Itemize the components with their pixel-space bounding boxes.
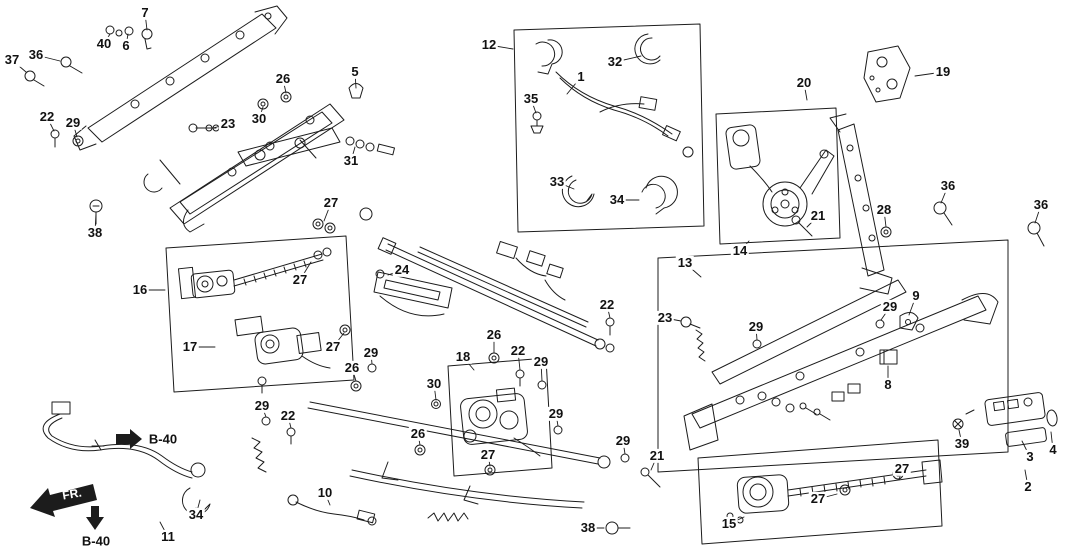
- wire-harness: [42, 401, 211, 517]
- part-callout-3[interactable]: 3: [1024, 448, 1036, 465]
- part-callout-26[interactable]: 26: [273, 70, 293, 87]
- part-callout-26[interactable]: 26: [408, 425, 428, 442]
- part-callout-38[interactable]: 38: [578, 519, 598, 536]
- part-callout-21[interactable]: 21: [808, 207, 828, 224]
- part-callout-28[interactable]: 28: [874, 201, 894, 218]
- part-callout-34[interactable]: 34: [186, 506, 206, 523]
- part-callout-36[interactable]: 36: [1031, 196, 1051, 213]
- part-callout-26[interactable]: 26: [484, 326, 504, 343]
- part-callout-22[interactable]: 22: [37, 108, 57, 125]
- part-callout-6[interactable]: 6: [120, 37, 132, 54]
- fr-direction-arrow-icon: [30, 484, 97, 517]
- part-callout-11[interactable]: 11: [159, 528, 177, 545]
- part-callout-29[interactable]: 29: [252, 397, 272, 414]
- part-callout-29[interactable]: 29: [613, 432, 633, 449]
- part-callout-27[interactable]: 27: [892, 460, 912, 477]
- part-callout-24[interactable]: 24: [392, 261, 412, 278]
- part-callout-1[interactable]: 1: [575, 68, 587, 85]
- right-upper-rail: [829, 113, 893, 295]
- part-callout-9[interactable]: 9: [910, 287, 922, 304]
- drive-cable: [287, 494, 377, 526]
- part-callout-22[interactable]: 22: [278, 407, 298, 424]
- part-callout-5[interactable]: 5: [349, 63, 361, 80]
- part-callout-30[interactable]: 30: [249, 110, 269, 127]
- part-callout-14[interactable]: 14: [730, 242, 750, 259]
- part-callout-29[interactable]: 29: [546, 405, 566, 422]
- part-callout-29[interactable]: 29: [63, 114, 83, 131]
- part-callout-22[interactable]: 22: [597, 296, 617, 313]
- part-callout-23[interactable]: 23: [218, 115, 238, 132]
- slide-motor-assembly: [447, 357, 553, 477]
- part-callout-10[interactable]: 10: [315, 484, 335, 501]
- height-adjuster-assembly: [165, 235, 355, 394]
- part-callout-22[interactable]: 22: [508, 342, 528, 359]
- part-callout-37[interactable]: 37: [2, 51, 22, 68]
- part-callout-21[interactable]: 21: [647, 447, 667, 464]
- harness-group: [513, 23, 705, 233]
- part-callout-20[interactable]: 20: [794, 74, 814, 91]
- lower-seat-rail: [143, 103, 345, 233]
- upper-seat-rail: [73, 5, 288, 151]
- part-callout-33[interactable]: 33: [547, 173, 567, 190]
- part-callout-27[interactable]: 27: [323, 338, 343, 355]
- part-callout-29[interactable]: 29: [880, 298, 900, 315]
- torsion-bar-assembly: [251, 401, 611, 522]
- part-callout-39[interactable]: 39: [952, 435, 972, 452]
- slide-adjuster-center: [373, 237, 615, 353]
- part-callout-8[interactable]: 8: [882, 376, 894, 393]
- b40-right-arrow-icon: [116, 429, 142, 449]
- b40-ref-top[interactable]: B-40: [148, 431, 178, 447]
- part-callout-36[interactable]: 36: [26, 46, 46, 63]
- part-callout-12[interactable]: 12: [479, 36, 499, 53]
- part-callout-15[interactable]: 15: [719, 515, 739, 532]
- part-callout-30[interactable]: 30: [424, 375, 444, 392]
- part-callout-17[interactable]: 17: [180, 338, 200, 355]
- seat-back-bracket: [863, 45, 911, 103]
- direction-annotations: [30, 429, 142, 530]
- part-callout-27[interactable]: 27: [321, 194, 341, 211]
- part-callout-35[interactable]: 35: [521, 90, 541, 107]
- part-callout-29[interactable]: 29: [361, 344, 381, 361]
- part-callout-27[interactable]: 27: [290, 271, 310, 288]
- part-callout-27[interactable]: 27: [808, 490, 828, 507]
- part-callout-18[interactable]: 18: [453, 348, 473, 365]
- part-callout-13[interactable]: 13: [675, 254, 695, 271]
- fasteners-top-right: [791, 201, 1045, 247]
- right-seat-track-assembly: [605, 239, 1009, 473]
- part-callout-7[interactable]: 7: [139, 4, 151, 21]
- b40-ref-bottom[interactable]: B-40: [81, 533, 111, 549]
- part-callout-34[interactable]: 34: [607, 191, 627, 208]
- part-callout-31[interactable]: 31: [341, 152, 361, 169]
- part-callout-29[interactable]: 29: [746, 318, 766, 335]
- part-callout-32[interactable]: 32: [605, 53, 625, 70]
- part-callout-27[interactable]: 27: [478, 446, 498, 463]
- recliner-motor-assembly: [715, 107, 841, 245]
- fr-direction-label: FR.: [61, 485, 83, 503]
- part-callout-40[interactable]: 40: [94, 35, 114, 52]
- part-callout-23[interactable]: 23: [655, 309, 675, 326]
- part-callout-36[interactable]: 36: [938, 177, 958, 194]
- part-callout-4[interactable]: 4: [1047, 441, 1059, 458]
- b40-down-arrow-icon: [86, 506, 104, 530]
- part-callout-29[interactable]: 29: [531, 353, 551, 370]
- part-callout-2[interactable]: 2: [1022, 478, 1034, 495]
- part-callout-26[interactable]: 26: [342, 359, 362, 376]
- part-callout-16[interactable]: 16: [130, 281, 150, 298]
- switch-panel-group: [952, 392, 1058, 447]
- part-callout-19[interactable]: 19: [933, 63, 953, 80]
- part-callout-38[interactable]: 38: [85, 224, 105, 241]
